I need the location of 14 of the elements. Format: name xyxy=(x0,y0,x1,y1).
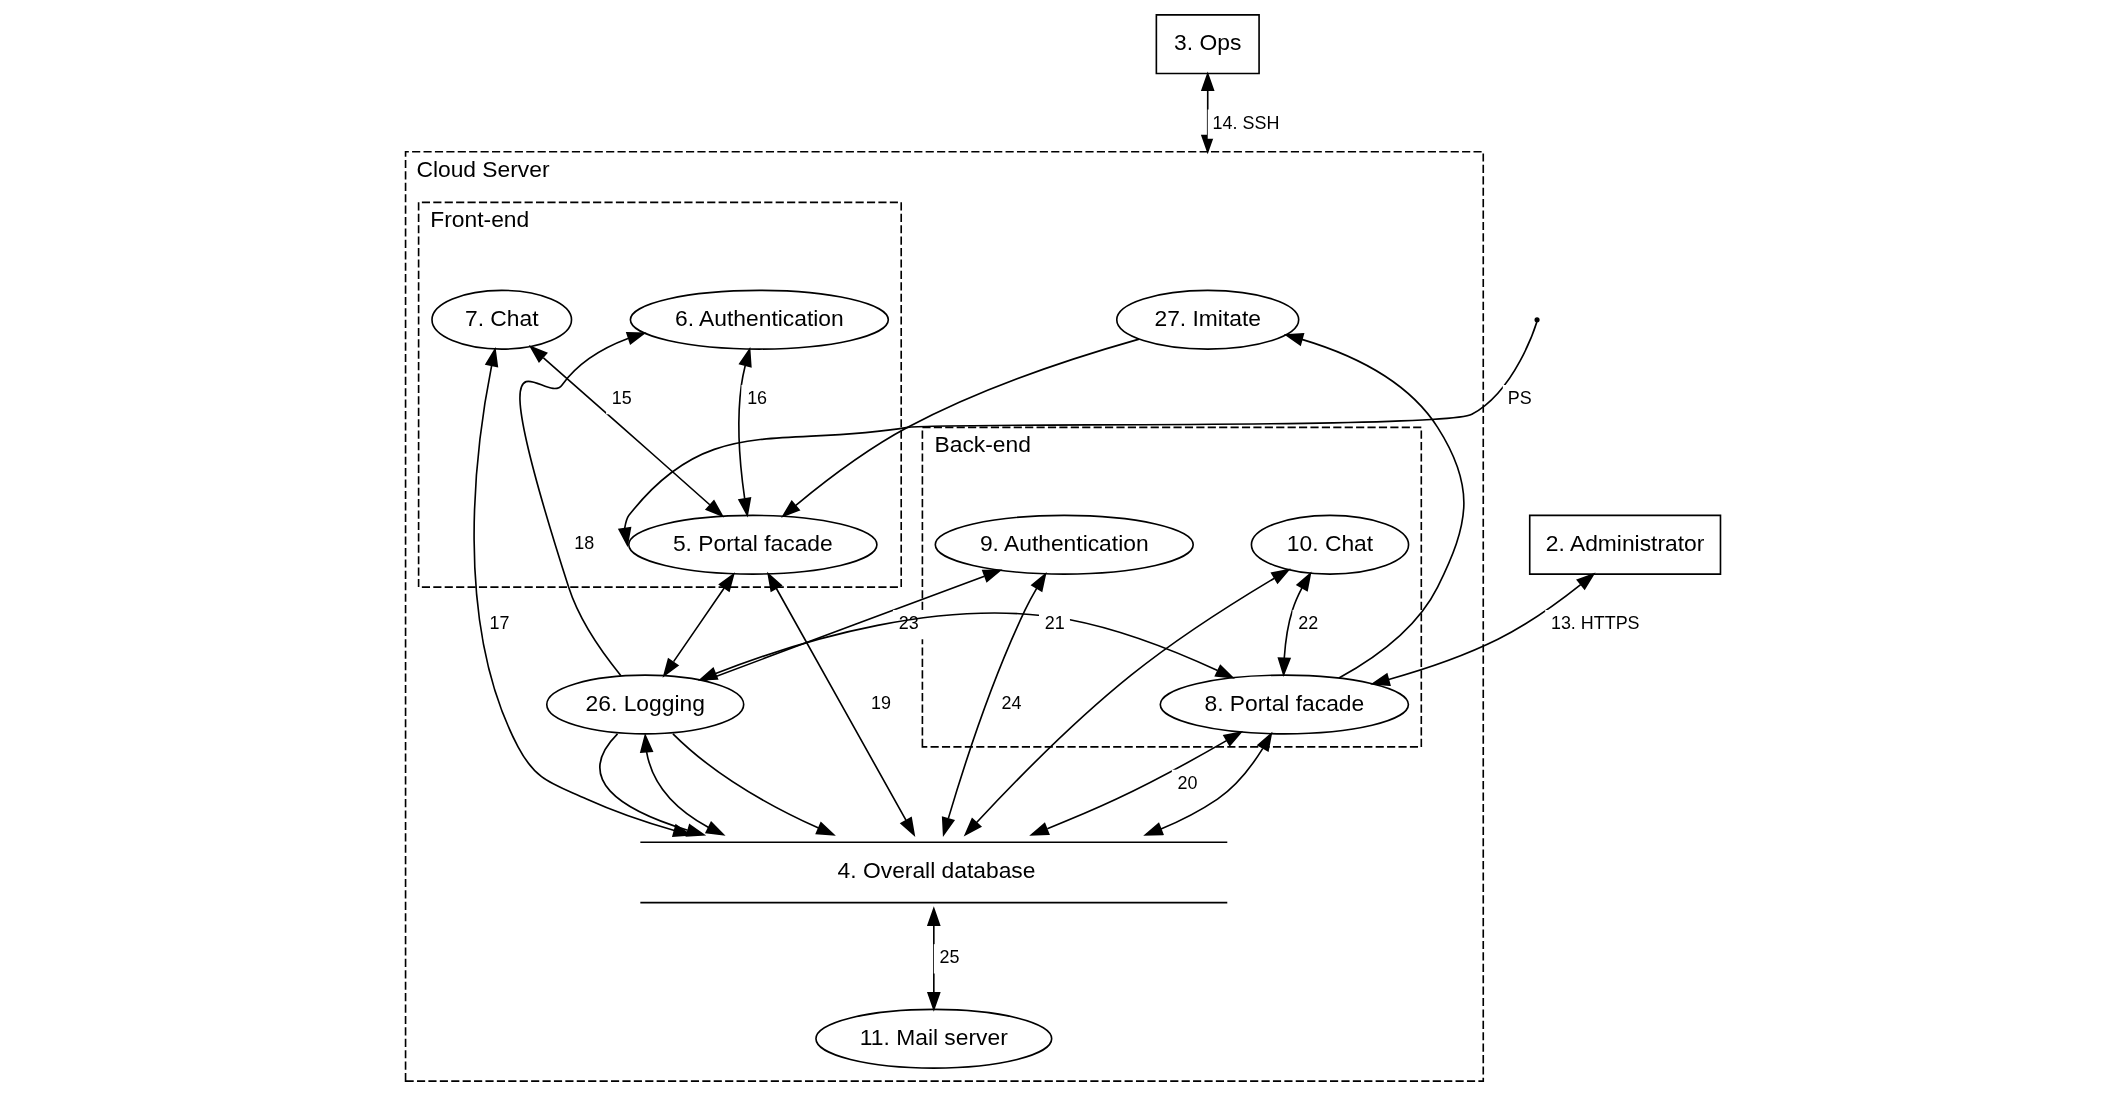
edge-label: 13. HTTPS xyxy=(1550,613,1640,634)
edge-label: 15 xyxy=(611,388,632,409)
edge-label: PS xyxy=(1507,388,1532,409)
edge-label: 22 xyxy=(1297,613,1318,634)
node-text: 4. Overall database xyxy=(837,857,1035,884)
edge-label: 20 xyxy=(1177,772,1197,793)
edge-label: 18 xyxy=(573,533,594,554)
edge-label: 14. SSH xyxy=(1212,112,1279,133)
edge-label: 25 xyxy=(939,947,959,968)
edge-label: 24 xyxy=(1000,693,1021,714)
edge-label: 17 xyxy=(489,613,509,634)
edge-label: 19 xyxy=(870,693,891,714)
edge-label: 16 xyxy=(746,388,767,409)
edge-label: 21 xyxy=(1044,613,1065,634)
